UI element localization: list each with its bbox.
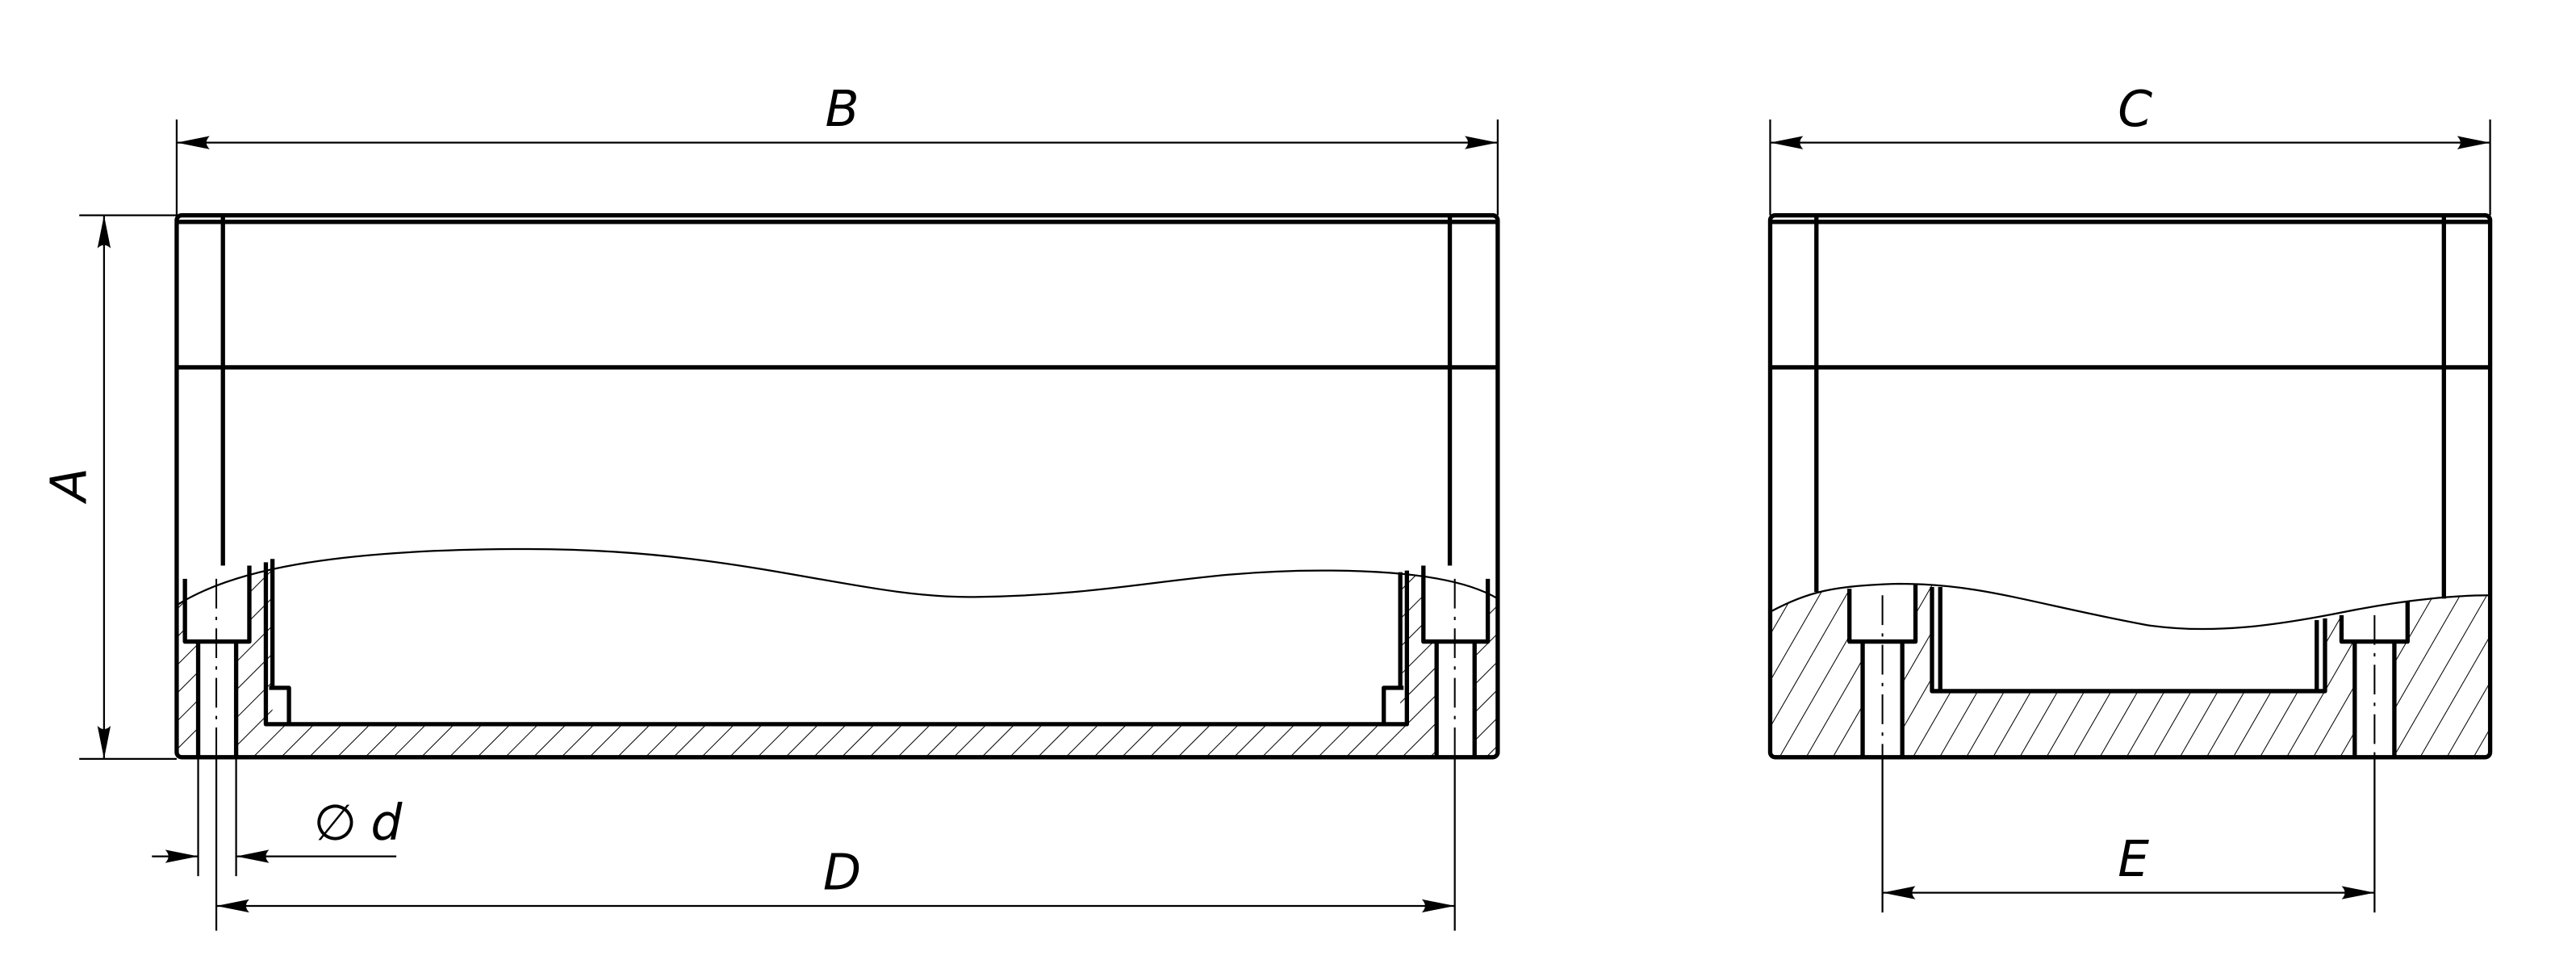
side-cavity-outline bbox=[1930, 587, 2327, 694]
dimension-d-small-label: d bbox=[370, 795, 403, 852]
dimension-c: C bbox=[1769, 81, 2491, 216]
front-break-line bbox=[176, 547, 1499, 606]
side-view bbox=[1767, 213, 2493, 760]
dimension-hole-diameter: ∅ d bbox=[152, 758, 403, 877]
dimension-b-label: B bbox=[825, 81, 859, 138]
dimension-d-label: D bbox=[823, 844, 861, 901]
dimension-a: A bbox=[40, 214, 177, 760]
dimension-b: B bbox=[175, 81, 1499, 216]
dimension-e-label: E bbox=[2118, 831, 2149, 888]
dimension-d: D bbox=[215, 758, 1456, 931]
side-break-line bbox=[1769, 582, 2490, 631]
front-view bbox=[174, 213, 1500, 760]
dimension-c-label: C bbox=[2118, 81, 2152, 138]
dimension-a-label: A bbox=[40, 468, 98, 505]
dimension-e: E bbox=[1881, 758, 2376, 913]
side-outline bbox=[1767, 213, 2493, 760]
front-outline bbox=[174, 213, 1500, 760]
front-cavity-outline bbox=[263, 562, 1409, 727]
diameter-symbol: ∅ bbox=[314, 795, 357, 852]
